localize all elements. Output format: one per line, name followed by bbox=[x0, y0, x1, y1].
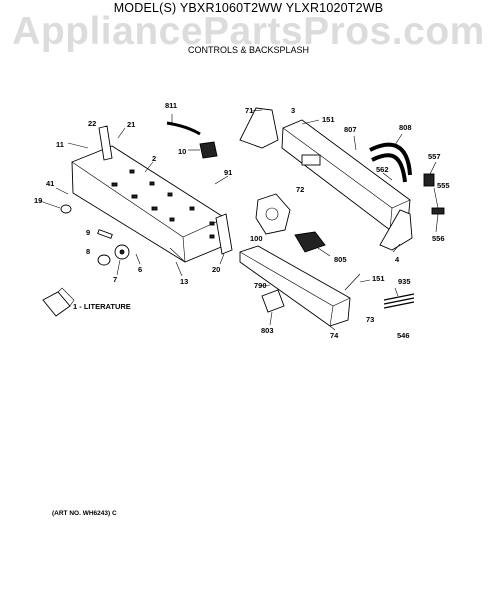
part-100-timer[interactable] bbox=[255, 193, 291, 235]
part-label-805: 805 bbox=[334, 255, 347, 264]
part-label-546: 546 bbox=[397, 331, 410, 340]
part-label-4: 4 bbox=[395, 255, 400, 264]
watermark-logo: AppliancePartsPros.com bbox=[12, 10, 485, 53]
part-73-console-base[interactable] bbox=[239, 245, 351, 327]
part-label-807: 807 bbox=[344, 125, 357, 134]
part-10-switch[interactable] bbox=[199, 141, 218, 159]
part-557-valve[interactable] bbox=[423, 173, 435, 187]
part-13-trim[interactable] bbox=[169, 247, 186, 263]
art-number: (ART NO. WH6243) C bbox=[52, 510, 117, 517]
part-8-knob[interactable] bbox=[97, 254, 111, 266]
part-22-end-cap[interactable] bbox=[98, 125, 113, 161]
part-label-790: 790 bbox=[254, 281, 267, 290]
part-label-11: 11 bbox=[56, 140, 64, 149]
part-546-wire-harness[interactable] bbox=[383, 293, 415, 309]
literature-booklet[interactable] bbox=[42, 287, 75, 317]
part-label-10: 10 bbox=[178, 147, 186, 156]
part-label-74: 74 bbox=[330, 331, 339, 340]
part-label-91: 91 bbox=[224, 168, 232, 177]
section-subtitle: CONTROLS & BACKSPLASH bbox=[187, 45, 310, 55]
part-7-knob[interactable] bbox=[114, 244, 130, 260]
part-555-sensor[interactable] bbox=[431, 207, 445, 215]
part-9-button[interactable] bbox=[97, 229, 113, 239]
part-label-3: 3 bbox=[291, 106, 295, 115]
part-label-19: 19 bbox=[34, 196, 42, 205]
part-label-808: 808 bbox=[399, 123, 412, 132]
part-label-555: 555 bbox=[437, 181, 450, 190]
part-803-harness[interactable] bbox=[261, 289, 285, 313]
part-label-2: 2 bbox=[152, 154, 156, 163]
part-label-13: 13 bbox=[180, 277, 188, 286]
part-label-100: 100 bbox=[250, 234, 263, 243]
part-2-control-panel[interactable] bbox=[71, 145, 227, 263]
part-805-switch-block[interactable] bbox=[294, 231, 326, 253]
literature-label: 1 - LITERATURE bbox=[73, 302, 131, 311]
part-label-557: 557 bbox=[428, 152, 441, 161]
part-label-9: 9 bbox=[86, 228, 90, 237]
part-label-562: 562 bbox=[376, 165, 389, 174]
part-label-22: 22 bbox=[88, 119, 96, 128]
part-label-8: 8 bbox=[86, 247, 90, 256]
part-label-935: 935 bbox=[398, 277, 411, 286]
part-label-20: 20 bbox=[212, 265, 220, 274]
part-label-21: 21 bbox=[127, 120, 135, 129]
part-label-73: 73 bbox=[366, 315, 374, 324]
part-811-harness[interactable] bbox=[166, 121, 201, 136]
part-label-556: 556 bbox=[432, 234, 445, 243]
part-labels: 811 71 3 151 807 808 22 21 11 10 2 557 5… bbox=[34, 101, 450, 340]
part-808-hoses[interactable] bbox=[369, 142, 412, 183]
part-label-151-b: 151 bbox=[372, 274, 385, 283]
part-3-bracket[interactable] bbox=[239, 107, 279, 149]
part-4-bracket[interactable] bbox=[379, 209, 413, 251]
part-20-side-panel[interactable] bbox=[215, 213, 233, 255]
part-label-72: 72 bbox=[296, 185, 304, 194]
part-label-151: 151 bbox=[322, 115, 335, 124]
part-label-811: 811 bbox=[165, 101, 177, 110]
part-label-41: 41 bbox=[46, 179, 54, 188]
part-label-7: 7 bbox=[113, 275, 117, 284]
part-72-backsplash[interactable] bbox=[281, 119, 411, 231]
part-label-803: 803 bbox=[261, 326, 274, 335]
leader-lines bbox=[39, 109, 439, 331]
part-19-knob[interactable] bbox=[60, 204, 72, 214]
model-title: MODEL(S) YBXR1060T2WW YLXR1020T2WB bbox=[113, 1, 384, 15]
part-label-6: 6 bbox=[138, 265, 142, 274]
part-label-71: 71 bbox=[245, 106, 253, 115]
